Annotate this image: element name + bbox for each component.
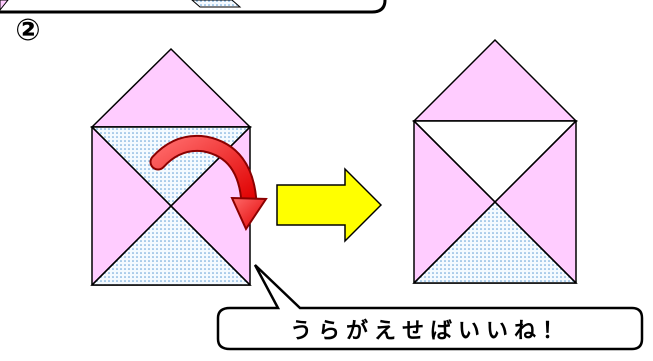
speech-bubble-text: うらがえせばいいね！ (290, 318, 570, 344)
previous-callout-box (0, 0, 387, 14)
speech-bubble: うらがえせばいいね！ (216, 264, 644, 351)
step-number: ② (15, 13, 40, 48)
yellow-right-arrow-icon (276, 167, 383, 243)
curved-red-arrow-icon (149, 134, 268, 232)
right-envelope-top-flap (412, 38, 578, 122)
left-envelope-top-flap (90, 47, 252, 128)
left-envelope (90, 47, 252, 286)
right-envelope (412, 38, 578, 284)
